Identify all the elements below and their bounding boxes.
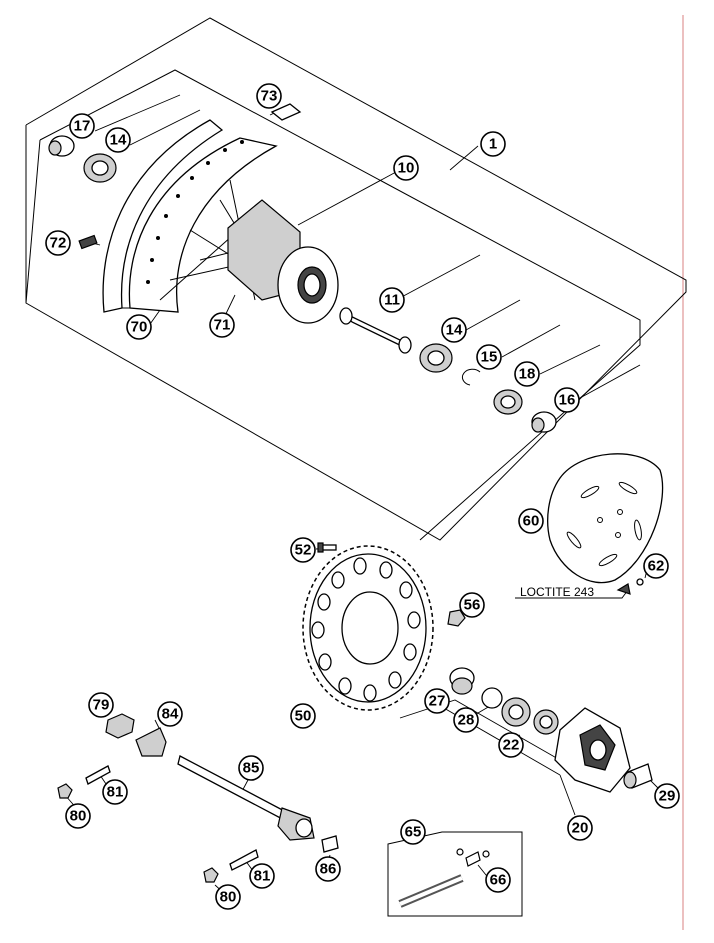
svg-text:84: 84	[162, 706, 179, 723]
distance-sleeve	[339, 307, 412, 354]
svg-text:14: 14	[446, 322, 463, 339]
svg-text:70: 70	[131, 319, 148, 336]
adjusting-bolt-lower	[229, 849, 259, 871]
callout-20[interactable]: 20	[567, 815, 593, 841]
svg-text:20: 20	[572, 820, 589, 837]
callout-60[interactable]: 60	[518, 508, 544, 534]
drive-chain	[398, 848, 490, 908]
lock-nut-upper	[57, 783, 73, 799]
sprocket-carrier	[554, 707, 631, 793]
callout-81-lower[interactable]: 81	[249, 863, 275, 889]
svg-text:86: 86	[320, 861, 337, 878]
label-tag	[270, 103, 302, 121]
svg-text:1: 1	[489, 136, 497, 153]
axle-nut	[105, 713, 135, 739]
svg-text:27: 27	[429, 693, 446, 710]
svg-text:22: 22	[503, 737, 520, 754]
svg-text:66: 66	[490, 872, 507, 889]
bearing-left	[83, 153, 117, 183]
svg-text:81: 81	[254, 868, 271, 885]
leader-lines	[64, 94, 661, 896]
svg-text:65: 65	[405, 824, 422, 841]
sprocket-bolt	[317, 542, 337, 553]
callout-62[interactable]: 62	[643, 553, 669, 579]
callout-52[interactable]: 52	[290, 537, 316, 563]
svg-text:16: 16	[559, 392, 576, 409]
axle-sleeve	[321, 835, 339, 853]
callout-85[interactable]: 85	[238, 755, 264, 781]
valve	[78, 234, 98, 250]
rim	[102, 119, 278, 313]
loctite-note: LOCTITE 243	[520, 585, 594, 599]
callout-14-right[interactable]: 14	[441, 317, 467, 343]
shaft-seal	[493, 389, 523, 415]
callout-79[interactable]: 79	[88, 692, 114, 718]
bearing-right	[419, 343, 453, 373]
callout-65[interactable]: 65	[400, 819, 426, 845]
callout-66[interactable]: 66	[485, 867, 511, 893]
carrier-spacer	[623, 763, 653, 789]
svg-text:62: 62	[648, 558, 665, 575]
callout-80-upper[interactable]: 80	[65, 803, 91, 829]
svg-text:73: 73	[261, 88, 278, 105]
svg-text:71: 71	[214, 317, 231, 334]
svg-text:85: 85	[243, 760, 260, 777]
callout-14-left[interactable]: 14	[105, 127, 131, 153]
svg-text:79: 79	[93, 697, 110, 714]
spacer-right	[531, 411, 557, 433]
disc-bolts	[616, 578, 644, 595]
callout-10[interactable]: 10	[393, 155, 419, 181]
callout-86[interactable]: 86	[315, 856, 341, 882]
lock-nut-lower	[203, 867, 219, 883]
svg-text:52: 52	[295, 542, 312, 559]
svg-text:81: 81	[107, 784, 124, 801]
callout-28[interactable]: 28	[453, 707, 479, 733]
adjusting-bolt-upper	[85, 765, 111, 785]
chain-kit-frame	[387, 831, 523, 917]
callout-50[interactable]: 50	[290, 703, 316, 729]
callout-56[interactable]: 56	[459, 592, 485, 618]
circlip	[461, 368, 481, 386]
callout-27[interactable]: 27	[424, 688, 450, 714]
callout-1[interactable]: 1	[480, 131, 506, 157]
callout-17[interactable]: 17	[69, 113, 95, 139]
sprocket-nut	[447, 609, 466, 627]
svg-text:80: 80	[220, 889, 237, 906]
callout-11[interactable]: 11	[379, 287, 405, 313]
svg-text:14: 14	[110, 132, 127, 149]
chain-adjuster-left	[135, 727, 167, 757]
spacer-left	[48, 135, 75, 157]
callout-70[interactable]: 70	[126, 314, 152, 340]
svg-text:60: 60	[523, 513, 540, 530]
callout-15[interactable]: 15	[476, 344, 502, 370]
sprocket-carrier-parts	[449, 667, 559, 735]
hub	[227, 199, 339, 324]
brake-disc	[547, 453, 664, 584]
svg-text:17: 17	[74, 118, 91, 135]
callout-16[interactable]: 16	[554, 387, 580, 413]
callout-29[interactable]: 29	[654, 783, 680, 809]
svg-text:11: 11	[384, 292, 400, 309]
callout-22[interactable]: 22	[498, 732, 524, 758]
callout-84[interactable]: 84	[157, 701, 183, 727]
wheel-axle	[177, 755, 315, 841]
callout-80-lower[interactable]: 80	[215, 884, 241, 910]
svg-text:18: 18	[519, 366, 536, 383]
svg-text:28: 28	[458, 712, 475, 729]
callout-71[interactable]: 71	[209, 312, 235, 338]
callout-18[interactable]: 18	[514, 361, 540, 387]
svg-text:15: 15	[481, 349, 498, 366]
svg-text:29: 29	[659, 788, 676, 805]
svg-text:72: 72	[50, 235, 67, 252]
svg-text:10: 10	[398, 160, 415, 177]
callout-73[interactable]: 73	[256, 83, 282, 109]
callout-81-upper[interactable]: 81	[102, 779, 128, 805]
svg-text:56: 56	[464, 597, 481, 614]
svg-text:50: 50	[295, 708, 312, 725]
rear-sprocket	[302, 545, 434, 711]
svg-text:80: 80	[70, 808, 87, 825]
callout-72[interactable]: 72	[45, 230, 71, 256]
